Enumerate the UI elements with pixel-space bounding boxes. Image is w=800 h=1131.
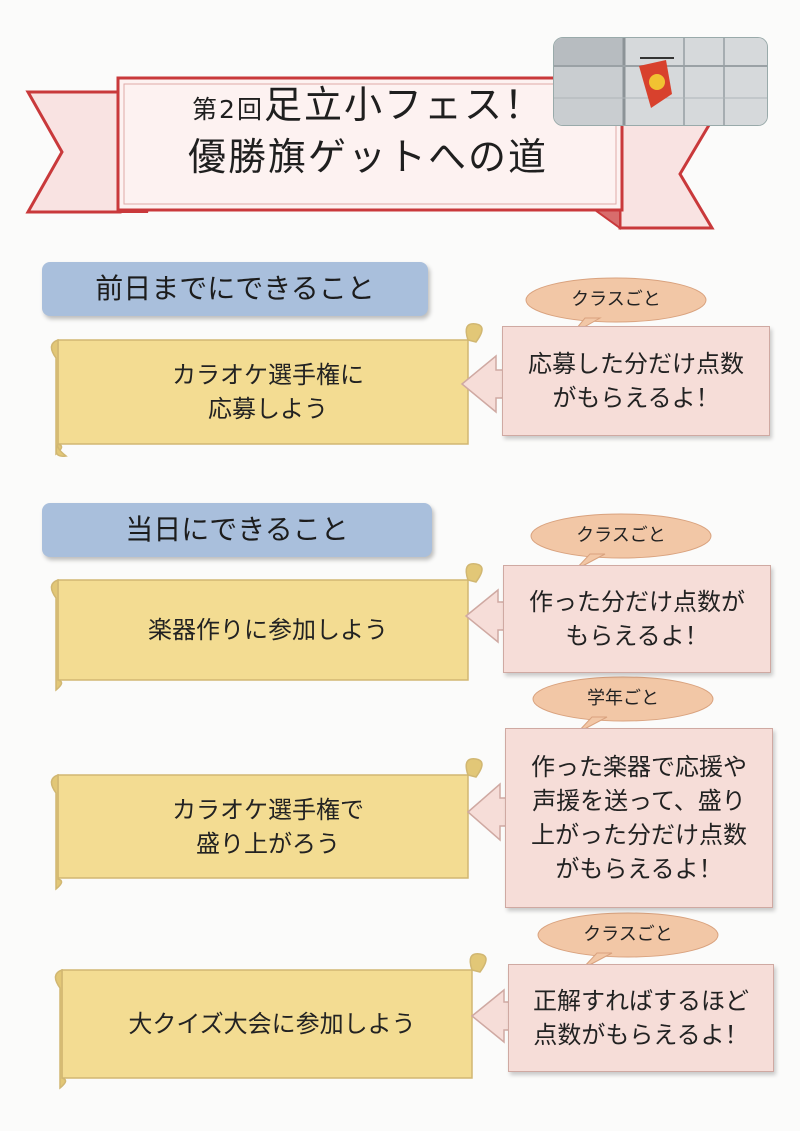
scroll-2 xyxy=(50,563,483,692)
task-text-3: カラオケ選手権で 盛り上がろう xyxy=(172,795,364,858)
title-number: 2 xyxy=(219,95,237,124)
task-text-1: カラオケ選手権に 応募しよう xyxy=(172,361,364,423)
title-kai: 回 xyxy=(236,95,264,124)
page-title: 第2回足立小フェス！ 優勝旗ゲットへの道 xyxy=(118,82,618,181)
result-box-2: 作った分だけ点数が もらえるよ！ xyxy=(503,565,771,673)
title-prefix: 第 xyxy=(192,95,220,124)
banner-photo xyxy=(553,37,768,126)
result-box-4: 正解すればするほど 点数がもらえるよ！ xyxy=(508,964,774,1072)
scroll-3 xyxy=(50,758,483,891)
bubble-label-3: 学年ごと xyxy=(587,688,659,709)
bubble-label-2: クラスごと xyxy=(576,525,666,546)
bubble-shape xyxy=(532,676,714,722)
bubble-shape xyxy=(530,513,712,559)
bubble-shape xyxy=(525,277,707,323)
bubble-label-1: クラスごと xyxy=(571,289,661,310)
section-header-before: 前日までにできること xyxy=(42,262,428,316)
section-header-day: 当日にできること xyxy=(42,503,432,557)
task-text-2: 楽器作りに参加しよう xyxy=(148,616,388,644)
bubble-label-4: クラスごと xyxy=(583,924,673,945)
task-text-4: 大クイズ大会に参加しよう xyxy=(128,1010,416,1038)
scroll-4 xyxy=(54,953,487,1090)
title-line1: 足立小フェス！ xyxy=(263,83,544,127)
scroll-1 xyxy=(50,323,483,457)
title-ribbon xyxy=(25,76,715,230)
result-box-1: 応募した分だけ点数 がもらえるよ！ xyxy=(502,326,770,436)
title-line2: 優勝旗ゲットへの道 xyxy=(187,135,548,179)
bubble-shape xyxy=(537,912,719,958)
result-box-3: 作った楽器で応援や 声援を送って、盛り 上がった分だけ点数 がもらえるよ！ xyxy=(505,728,773,908)
